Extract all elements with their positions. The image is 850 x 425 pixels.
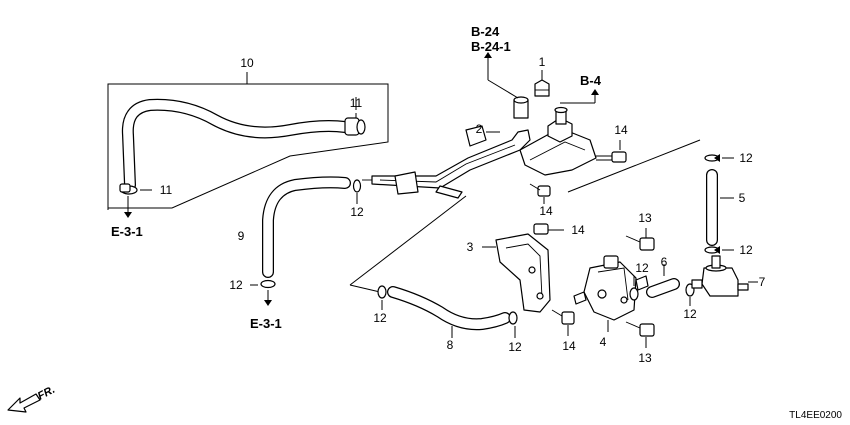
callout-14-c: 14 bbox=[571, 223, 585, 237]
clip-12-b bbox=[352, 179, 362, 193]
callout-12-g: 12 bbox=[373, 311, 387, 325]
hose-6 bbox=[646, 264, 680, 298]
bolt-13-a bbox=[625, 228, 655, 251]
front-label: FR. bbox=[36, 384, 57, 403]
ref-b-4: B-4 bbox=[580, 73, 602, 88]
callout-6: 6 bbox=[661, 255, 668, 269]
bolt-14-c bbox=[533, 223, 564, 235]
callout-12-h: 12 bbox=[508, 340, 522, 354]
callout-4: 4 bbox=[600, 335, 607, 349]
ref-e-3-1-lower: E-3-1 bbox=[250, 316, 282, 331]
ref-b-24: B-24 bbox=[471, 24, 500, 39]
part-1-clip bbox=[534, 70, 550, 97]
bolt-13-b bbox=[625, 321, 655, 348]
solenoid-valve-4 bbox=[573, 255, 649, 332]
callout-8: 8 bbox=[447, 338, 454, 352]
callout-9: 9 bbox=[238, 229, 245, 243]
callout-3: 3 bbox=[467, 240, 474, 254]
callout-5: 5 bbox=[739, 191, 746, 205]
callout-14-d: 14 bbox=[562, 339, 576, 353]
callout-13-b: 13 bbox=[638, 351, 652, 365]
clip-12-a bbox=[260, 279, 276, 289]
bolt-14-d bbox=[551, 309, 575, 336]
callout-12-b: 12 bbox=[350, 205, 364, 219]
hose-10 bbox=[121, 98, 351, 191]
upper-bracket bbox=[519, 102, 597, 176]
callout-14-b: 14 bbox=[539, 204, 553, 218]
callout-12-a: 12 bbox=[229, 278, 243, 292]
filter-7 bbox=[691, 255, 758, 297]
callout-11-lower: 11 bbox=[160, 183, 173, 197]
hose-assembly-bracket bbox=[107, 72, 389, 210]
clamp-11-lower bbox=[119, 183, 138, 195]
clamp-11-upper bbox=[344, 113, 366, 136]
ref-e-3-1-upper: E-3-1 bbox=[111, 224, 143, 239]
bolt-14-a bbox=[596, 140, 627, 163]
diagram-code: TL4EE0200 bbox=[789, 410, 842, 421]
callout-12-c: 12 bbox=[739, 151, 753, 165]
clip-12-h bbox=[508, 311, 518, 325]
callout-13-a: 13 bbox=[638, 211, 652, 225]
callout-10: 10 bbox=[240, 56, 254, 70]
callout-12-d: 12 bbox=[739, 243, 753, 257]
clip-12-g bbox=[377, 285, 387, 299]
callout-14-a: 14 bbox=[614, 123, 628, 137]
bolt-14-b bbox=[529, 183, 551, 204]
callout-7: 7 bbox=[759, 275, 766, 289]
callout-2: 2 bbox=[476, 122, 483, 136]
clip-12-e bbox=[629, 287, 639, 301]
ref-b-24-1: B-24-1 bbox=[471, 39, 511, 54]
hose-8 bbox=[387, 286, 511, 338]
pipe-2 bbox=[362, 96, 531, 199]
callout-11-upper: 11 bbox=[350, 96, 363, 110]
hose-9 bbox=[262, 176, 351, 278]
front-direction-arrow: FR. bbox=[7, 384, 57, 413]
section-references: B-24 B-24-1 B-4 E-3-1 E-3-1 bbox=[111, 24, 602, 331]
callout-12-f: 12 bbox=[683, 307, 697, 321]
callout-12-e: 12 bbox=[635, 261, 649, 275]
bracket-3 bbox=[482, 233, 551, 313]
callout-1: 1 bbox=[539, 55, 546, 69]
callout-labels: 1 2 3 4 5 6 7 8 9 10 11 11 12 12 12 12 1… bbox=[160, 55, 766, 365]
